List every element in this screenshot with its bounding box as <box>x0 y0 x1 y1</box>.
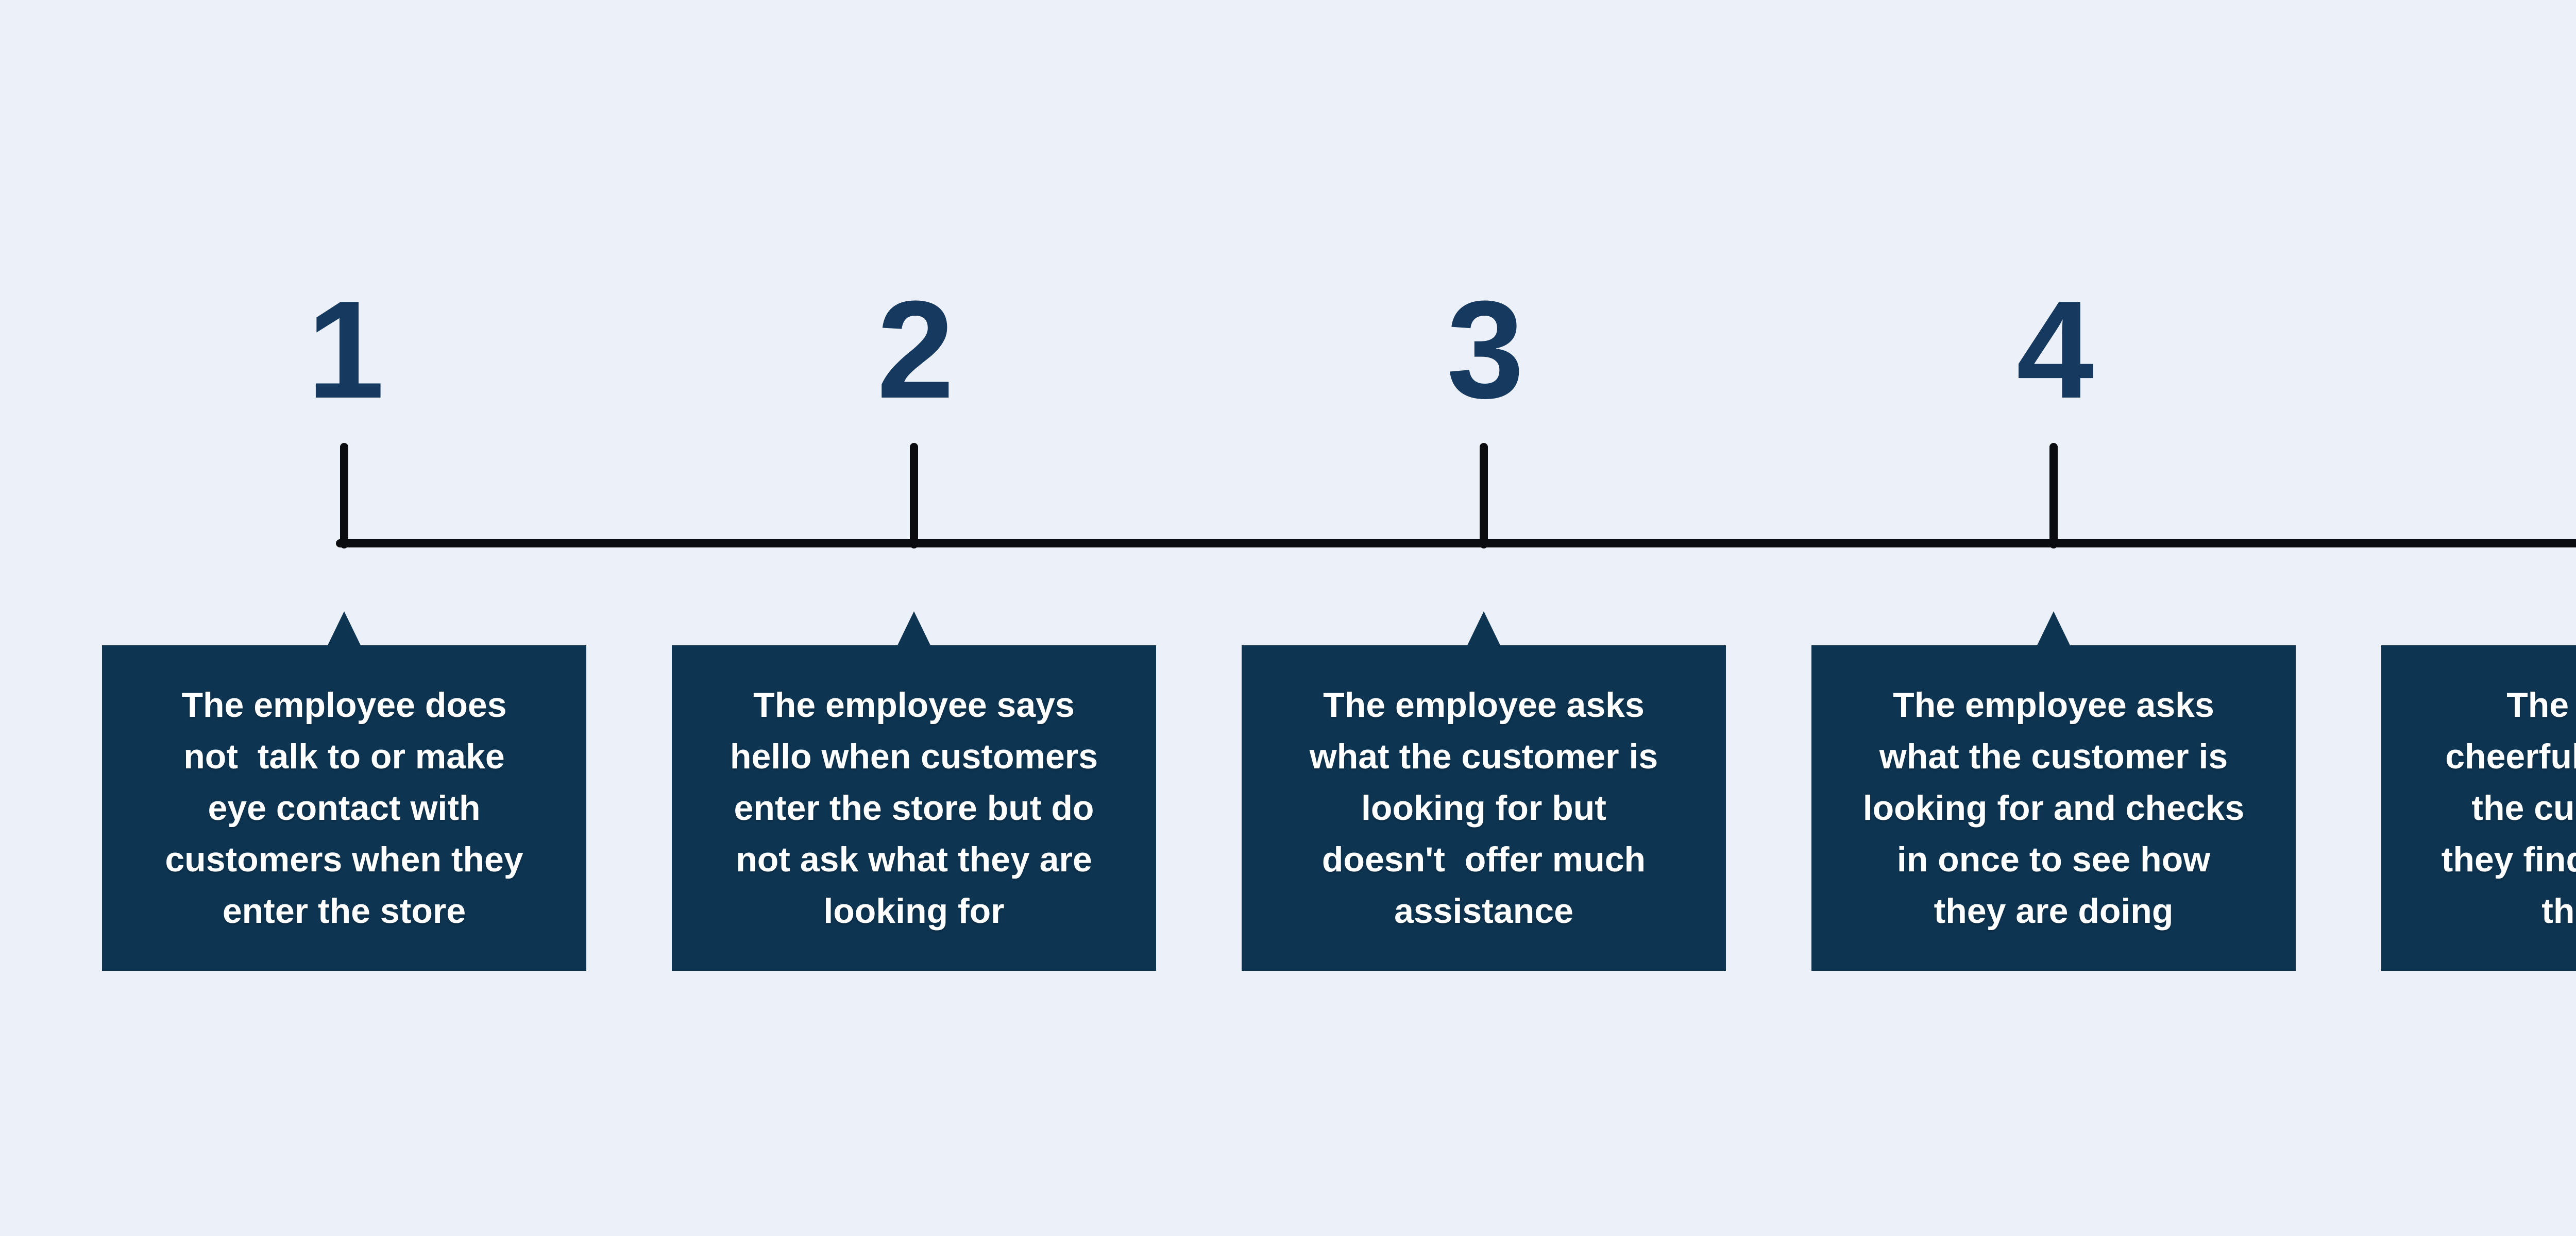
tick-mark <box>340 443 348 548</box>
description-box: The employee does not talk to or make ey… <box>102 645 586 971</box>
step-2-number: 2 <box>876 272 954 427</box>
step-2: 2 The employee says hello when customers… <box>672 0 1156 971</box>
callout-pointer-icon <box>1467 611 1500 645</box>
tick-mark <box>910 443 918 548</box>
description-text: The employee cheerfully works with the c… <box>2441 685 2576 931</box>
description-text: The employee says hello when customers e… <box>730 685 1098 931</box>
step-3: 3 The employee asks what the customer is… <box>1242 0 1726 971</box>
step-3-number: 3 <box>1446 272 1524 427</box>
step-1: 1 The employee does not talk to or make … <box>102 0 586 971</box>
description-box: The employee asks what the customer is l… <box>1242 645 1726 971</box>
step-4-number: 4 <box>2016 272 2094 427</box>
description-box: The employee cheerfully works with the c… <box>2381 645 2576 971</box>
description-box: The employee asks what the customer is l… <box>1811 645 2296 971</box>
steps-row: 1 The employee does not talk to or make … <box>102 0 2576 971</box>
callout-pointer-icon <box>897 611 930 645</box>
tick-mark <box>1480 443 1488 548</box>
description-text: The employee does not talk to or make ey… <box>165 685 523 931</box>
timeline-axis <box>336 539 2576 547</box>
description-text: The employee asks what the customer is l… <box>1309 685 1658 931</box>
description-text: The employee asks what the customer is l… <box>1862 685 2245 931</box>
description-box: The employee says hello when customers e… <box>672 645 1156 971</box>
step-4: 4 The employee asks what the customer is… <box>1811 0 2296 971</box>
step-5: 5 The employee cheerfully works with the… <box>2381 0 2576 971</box>
step-1-number: 1 <box>307 272 384 427</box>
tick-mark <box>2049 443 2058 548</box>
callout-pointer-icon <box>328 611 361 645</box>
callout-pointer-icon <box>2037 611 2070 645</box>
